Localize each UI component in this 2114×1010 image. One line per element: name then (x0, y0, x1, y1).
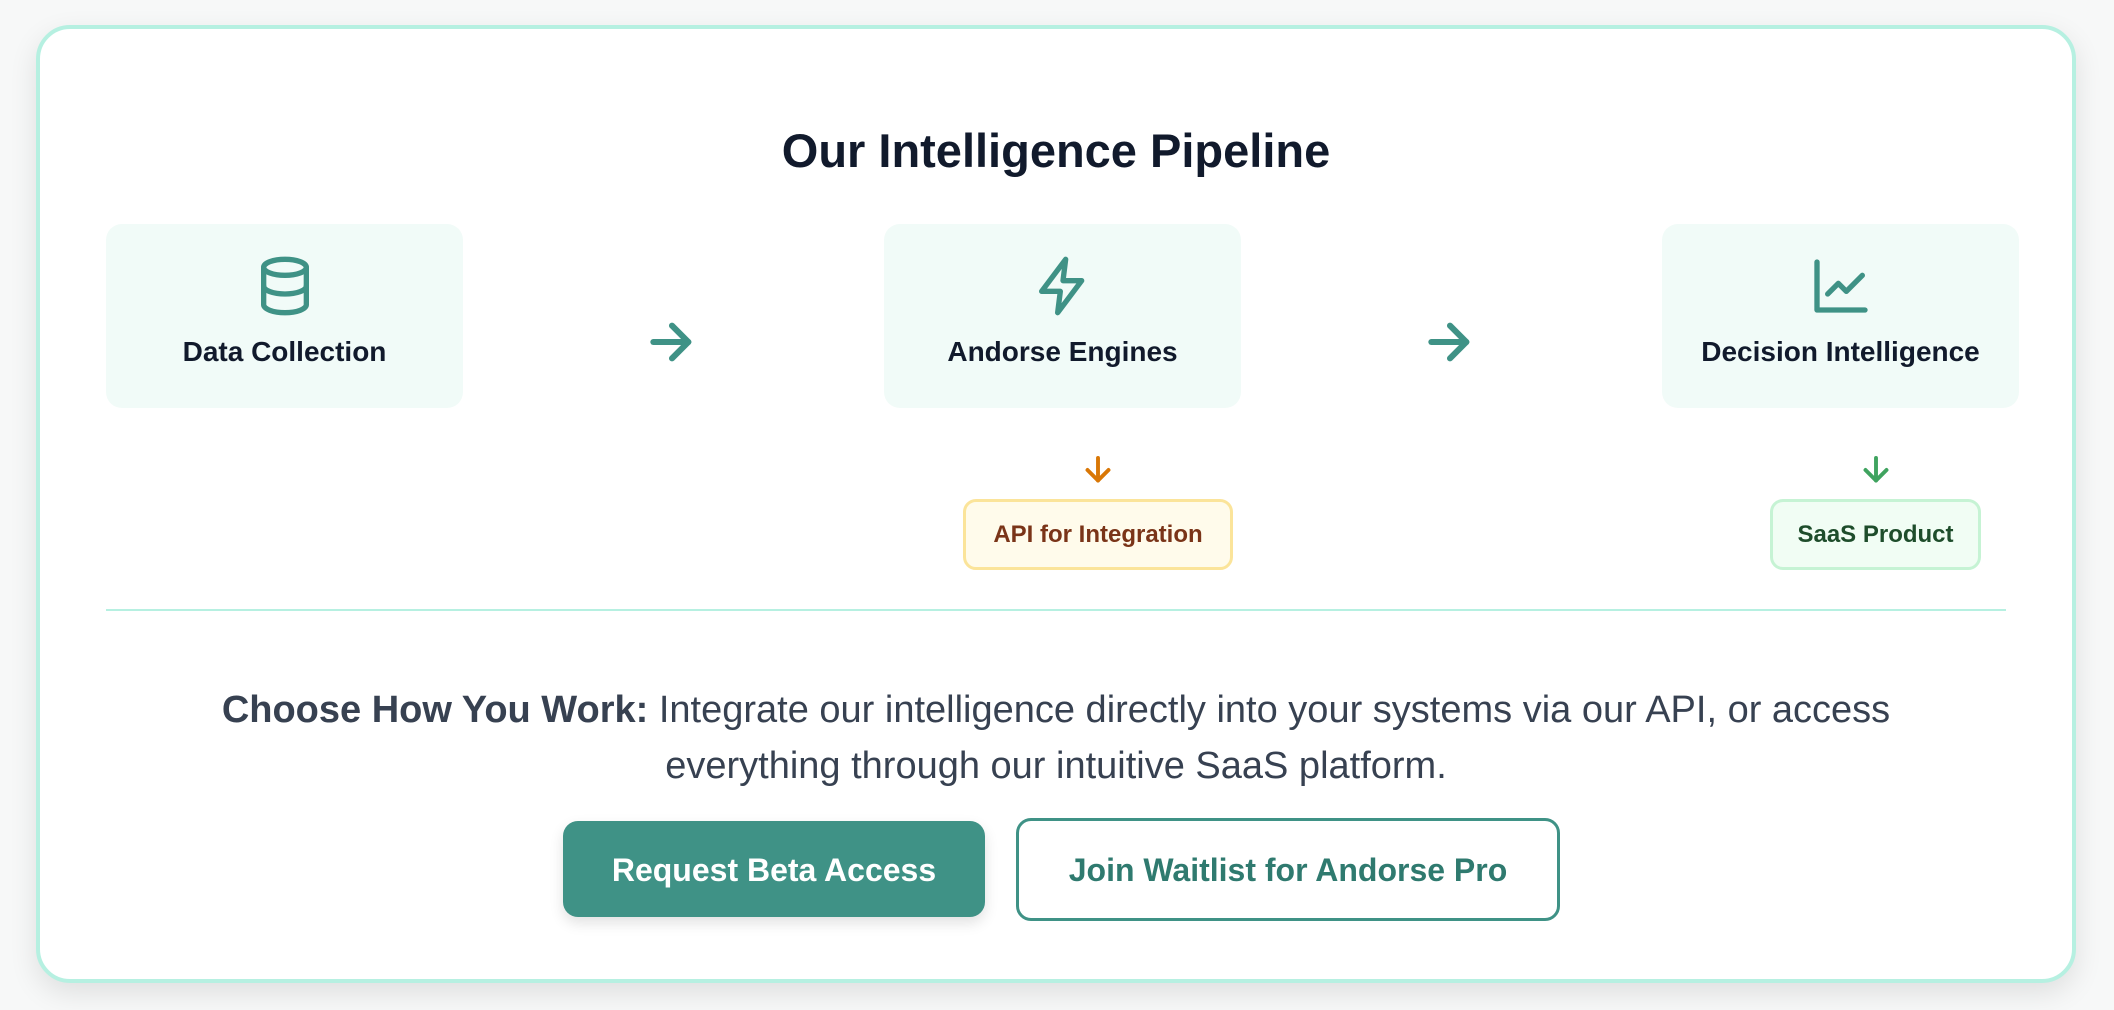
request-beta-access-button[interactable]: Request Beta Access (563, 821, 985, 917)
database-icon (260, 256, 309, 316)
stage-label: Decision Intelligence (1701, 336, 1980, 367)
divider (106, 609, 2006, 611)
arrow-down-icon (1863, 456, 1889, 483)
stage-decision-intelligence: Decision Intelligence (1662, 224, 2019, 408)
description-lead: Choose How You Work: (221, 689, 649, 731)
arrow-down-icon (1085, 456, 1111, 483)
arrow-right-icon (650, 322, 692, 362)
pipeline-card: Our Intelligence Pipeline Data Collectio… (36, 25, 2076, 983)
lightning-bolt-icon (1038, 256, 1084, 316)
saas-product-badge: SaaS Product (1770, 499, 1981, 570)
api-integration-badge: API for Integration (963, 499, 1233, 570)
line-chart-icon (1813, 259, 1868, 313)
join-waitlist-button[interactable]: Join Waitlist for Andorse Pro (1016, 818, 1560, 921)
description-text: Integrate our intelligence directly into… (648, 689, 1891, 787)
arrow-right-icon (1428, 322, 1470, 362)
stage-label: Data Collection (182, 336, 387, 367)
description: Choose How You Work: Integrate our intel… (140, 682, 1972, 794)
stage-andorse-engines: Andorse Engines (884, 224, 1241, 408)
stage-label: Andorse Engines (947, 336, 1178, 367)
stage-data-collection: Data Collection (106, 224, 463, 408)
page-title: Our Intelligence Pipeline (781, 124, 1331, 177)
